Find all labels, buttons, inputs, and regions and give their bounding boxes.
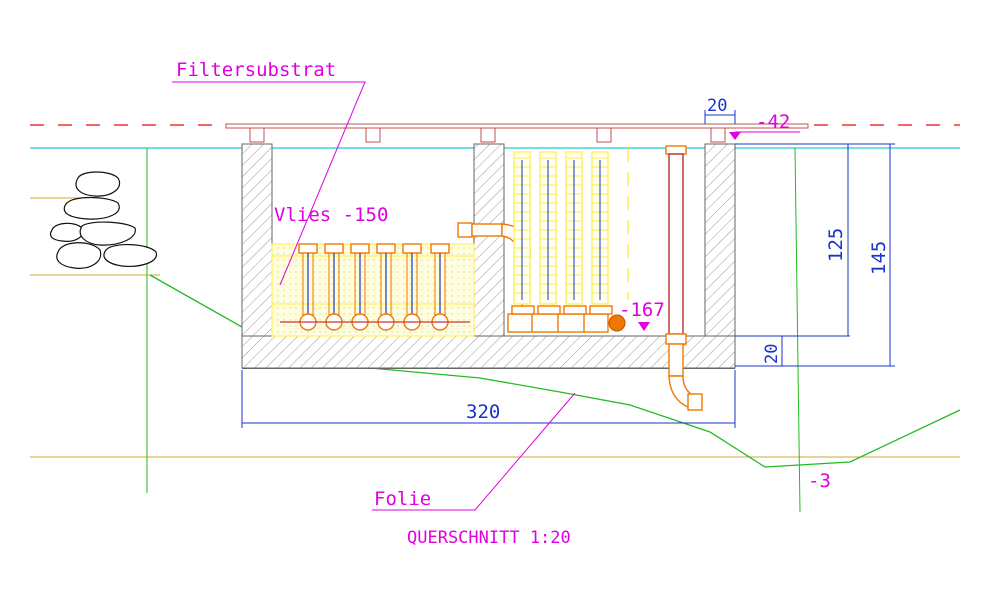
dim-width-total: 320 (466, 401, 500, 423)
label-level-ground: -3 (808, 470, 831, 492)
riser-pipe (665, 145, 703, 411)
pipe-cap (376, 243, 396, 254)
filter-columns (513, 151, 609, 305)
top-plank (225, 123, 809, 129)
leader-filter-substrate (172, 81, 366, 286)
guide-line-right (794, 147, 801, 513)
dim-height-total: 145 (868, 241, 890, 275)
label-level-top: -42 (756, 111, 790, 133)
drawing-title: QUERSCHNITT 1:20 (407, 528, 571, 548)
dim-height-inner: 125 (825, 228, 847, 262)
level-marker-invert (638, 322, 650, 331)
dim-cap-width: 20 (707, 96, 727, 116)
level-marker-top (729, 132, 741, 140)
label-level-invert: -167 (619, 299, 665, 321)
collector-pipes (507, 305, 613, 333)
plank-supports (249, 127, 726, 143)
outlet-pipe-end (608, 314, 626, 332)
pipe-cap (402, 243, 422, 254)
label-filter-substrate: Filtersubstrat (176, 59, 336, 81)
dimension-lines (241, 110, 895, 428)
pipe-cap (430, 243, 450, 254)
leader-foil (372, 392, 576, 511)
label-foil: Folie (374, 488, 431, 510)
pipe-cap (350, 243, 370, 254)
pipe-cap (324, 243, 344, 254)
concrete-structure (241, 143, 736, 369)
base-slab-outline (242, 368, 735, 369)
stone-pile (49, 171, 158, 269)
label-fleece: Vlies -150 (274, 204, 388, 226)
pipe-cap (298, 243, 318, 254)
dim-base-thickness: 20 (762, 344, 782, 364)
